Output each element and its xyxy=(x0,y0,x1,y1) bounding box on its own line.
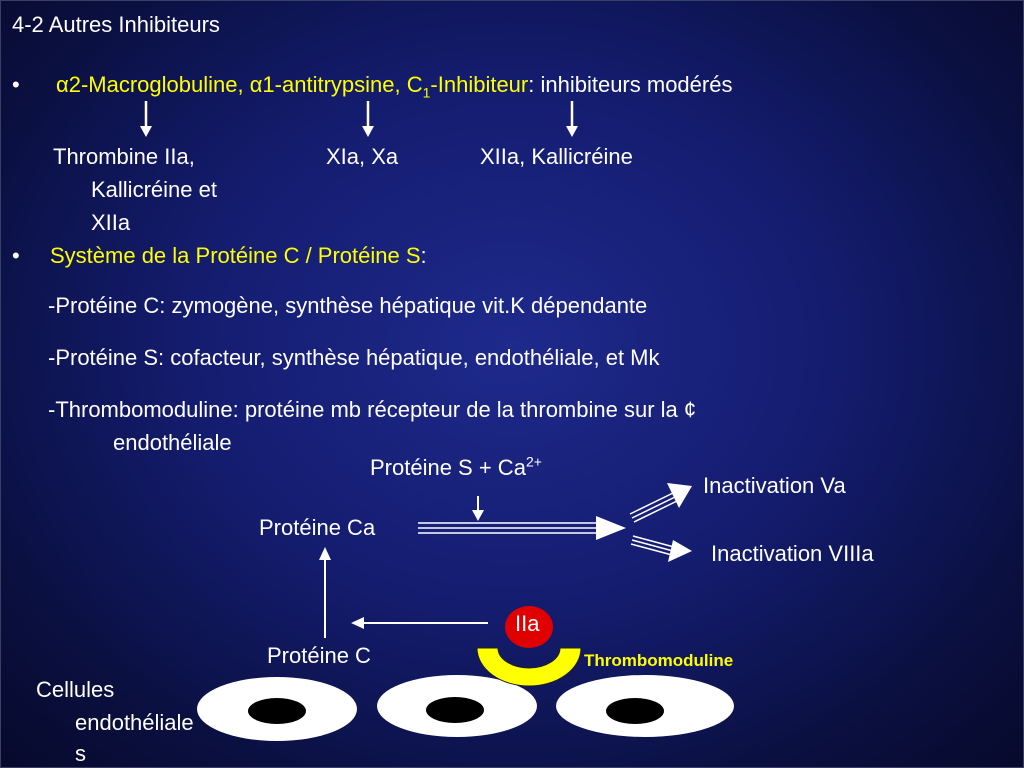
inhibitors-line: α2-Macroglobuline, α1-antitrypsine, C1-I… xyxy=(56,72,733,101)
inactivation-va-label: Inactivation Va xyxy=(703,473,846,498)
arrow-left-thrombin xyxy=(351,617,488,629)
endothelial-cells-label-3: s xyxy=(75,741,86,766)
detail-protein-s: -Protéine S: cofacteur, synthèse hépatiq… xyxy=(48,345,660,370)
target-2: XIa, Xa xyxy=(326,144,399,169)
moderate-inhibitors-text: : inhibiteurs modérés xyxy=(528,72,733,97)
thrombin-iia-circle xyxy=(505,606,553,648)
arrow-to-inactivation-viiia xyxy=(630,535,692,562)
endothelial-cell-1 xyxy=(197,677,357,741)
detail-thrombomoduline-cont: endothéliale xyxy=(113,430,232,455)
arrow-down-1 xyxy=(140,101,152,137)
slide-title: 4-2 Autres Inhibiteurs xyxy=(12,12,220,37)
thrombomoduline-label: Thrombomoduline xyxy=(584,651,734,670)
thrombomoduline-receptor xyxy=(476,647,582,687)
c1-subscript: 1 xyxy=(422,84,431,101)
arrow-down-protein-s xyxy=(472,496,484,521)
endothelial-cell-2 xyxy=(377,675,537,737)
target-1-line3: XIIa xyxy=(91,210,131,235)
endothelial-cell-3 xyxy=(556,675,734,737)
antitrypsine-text: 1-antitrypsine, C xyxy=(262,72,423,97)
inhibiteur-text: -Inhibiteur xyxy=(430,72,529,97)
nucleus-2 xyxy=(426,697,484,723)
protein-ca-label: Protéine Ca xyxy=(259,515,376,540)
iia-label: IIa xyxy=(515,611,540,636)
protein-c-system-title: Système de la Protéine C / Protéine S xyxy=(50,243,421,268)
inactivation-viiia-label: Inactivation VIIIa xyxy=(711,541,874,566)
target-3: XIIa, Kallicréine xyxy=(480,144,633,169)
arrow-to-inactivation-va xyxy=(629,483,692,523)
bullet-1: • xyxy=(12,72,20,97)
target-1-line1: Thrombine IIa, xyxy=(53,144,195,169)
alpha-symbol-1: α xyxy=(56,72,69,97)
arrow-down-2 xyxy=(362,101,374,137)
endothelial-cells-label-2: endothéliale xyxy=(75,710,194,735)
ca-superscript: 2+ xyxy=(525,453,542,470)
macroglobuline-text: 2-Macroglobuline, xyxy=(68,72,250,97)
target-1-line2: Kallicréine et xyxy=(91,177,217,202)
protein-c-system-colon: : xyxy=(420,243,427,268)
detail-thrombomoduline: -Thrombomoduline: protéine mb récepteur … xyxy=(48,397,697,422)
protein-c-system-line: Système de la Protéine C / Protéine S: xyxy=(50,243,427,269)
bullet-2: • xyxy=(12,243,20,268)
endothelial-cells-label-1: Cellules xyxy=(36,677,115,702)
detail-protein-c: -Protéine C: zymogène, synthèse hépatiqu… xyxy=(48,293,648,318)
protein-s-ca-label: Protéine S + Ca2+ xyxy=(370,453,542,480)
arrow-up-protein-c xyxy=(319,547,331,638)
nucleus-3 xyxy=(606,698,664,724)
arrow-right-protein-ca xyxy=(418,516,626,540)
arrow-down-3 xyxy=(566,101,578,137)
nucleus-1 xyxy=(248,698,306,724)
protein-c-label: Protéine C xyxy=(267,643,371,668)
alpha-symbol-2: α xyxy=(249,72,263,97)
